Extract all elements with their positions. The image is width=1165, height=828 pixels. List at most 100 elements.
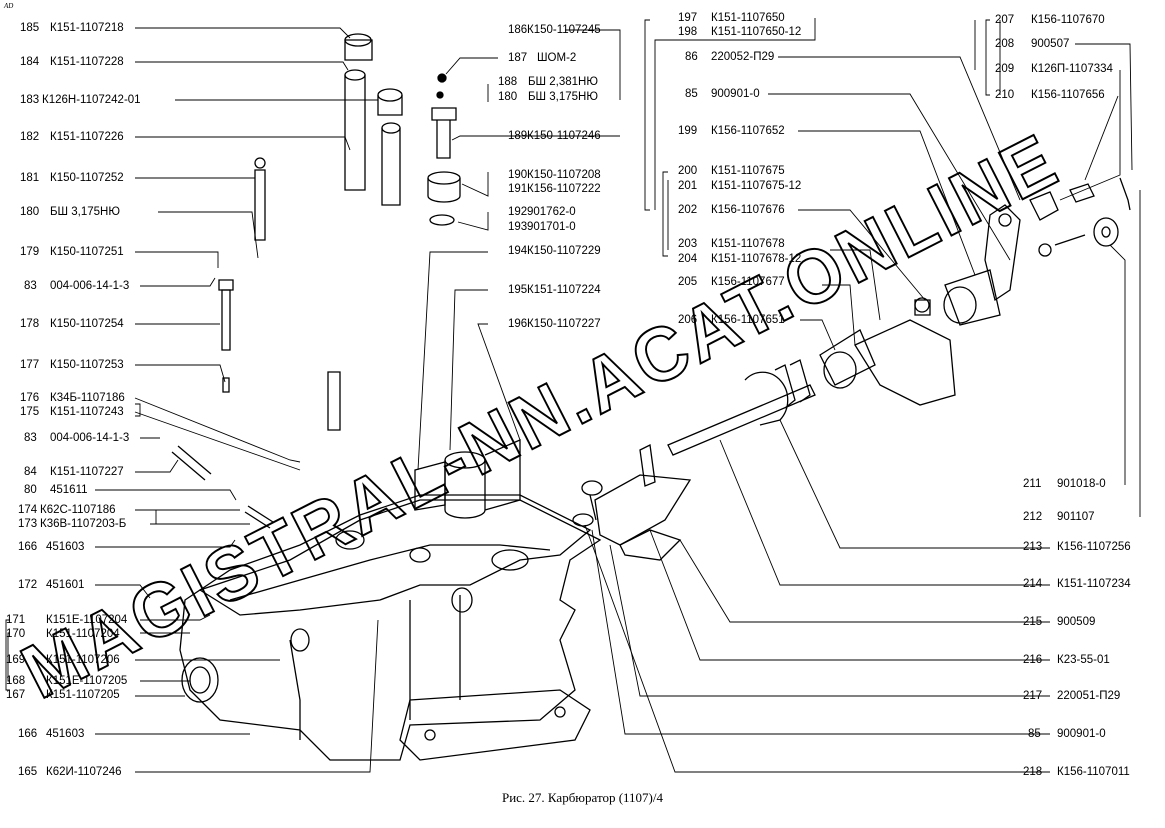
callout-part-number: К150-1107254: [50, 318, 124, 330]
callout-part-number: К150-1107229: [527, 245, 601, 257]
body-top-flange: [198, 494, 592, 616]
callout-number: 215: [1023, 616, 1043, 628]
callout-number: 208: [995, 38, 1015, 50]
callout-number: 86: [685, 51, 698, 63]
callout-number: 196: [508, 318, 528, 330]
corner-mark: AD: [4, 2, 14, 10]
callout-part-number: К150-1107227: [527, 318, 601, 330]
callout-part-number: К150-1107208: [527, 169, 601, 181]
callout-part-number: К151-1107227: [50, 466, 124, 478]
callout-number: 214: [1023, 578, 1043, 590]
callout-part-number: 451611: [50, 484, 88, 496]
callout-number: 197: [678, 12, 698, 24]
callout-number: 195: [508, 284, 528, 296]
callout-part-number: К62И-1107246: [46, 766, 122, 778]
callout-part-number: К151-1107228: [50, 56, 124, 68]
callout-number: 176: [20, 392, 40, 404]
callout-number: 193: [508, 221, 528, 233]
callout-number: 194: [508, 245, 528, 257]
callout-part-number: К151-1107218: [50, 22, 124, 34]
callout-part-number: К156-1107652: [711, 125, 785, 137]
callout-number: 85: [685, 88, 698, 100]
base-flange: [399, 689, 591, 761]
callout-number: 170: [6, 628, 26, 640]
callout-number: 185: [20, 22, 40, 34]
callout-part-number: К150-1107253: [50, 359, 124, 371]
callout-number: 202: [678, 204, 698, 216]
callout-number: 165: [18, 766, 38, 778]
callout-number: 83: [24, 280, 37, 292]
callout-number: 198: [678, 26, 698, 38]
callout-number: 181: [20, 172, 40, 184]
callout-part-number: 900901-0: [711, 88, 760, 100]
callout-part-number: К151-1107204: [46, 628, 120, 640]
callout-part-number: К151-1107206: [46, 654, 120, 666]
throttle-lever: [594, 474, 692, 546]
callout-number: 184: [20, 56, 40, 68]
callout-part-number: К156-1107670: [1031, 14, 1105, 26]
callout-number: 189: [508, 130, 528, 142]
callout-number: 166: [18, 541, 38, 553]
figure-caption: Рис. 27. Карбюратор (1107)/4: [501, 790, 664, 805]
callout-part-number: К156-1107011: [1057, 766, 1130, 778]
callout-part-number: К151-1107243: [50, 406, 124, 418]
callout-part-number: К156-1107677: [711, 276, 785, 288]
callout-part-number: К151-1107678: [711, 238, 785, 250]
callout-part-number: К23-55-01: [1057, 654, 1110, 666]
callout-part-number: 901107: [1057, 511, 1095, 523]
callout-number: 216: [1023, 654, 1043, 666]
callout-part-number: 451601: [46, 579, 85, 591]
callout-part-number: 901701-0: [527, 221, 576, 233]
callout-number: 203: [678, 238, 698, 250]
callout-number: 174: [18, 504, 38, 516]
callout-part-number: К62С-1107186: [40, 504, 116, 516]
callout-number: 177: [20, 359, 40, 371]
callout-number: 169: [6, 654, 26, 666]
callout-number: 171: [6, 614, 26, 626]
callout-number: 209: [995, 63, 1015, 75]
callout-part-number: К156-1107256: [1057, 541, 1131, 553]
callout-part-number: ШОМ-2: [537, 52, 577, 64]
callout-part-number: 900507: [1031, 38, 1070, 50]
callout-part-number: 901762-0: [527, 206, 576, 218]
callout-number: 212: [1023, 511, 1043, 523]
callout-number: 217: [1023, 690, 1043, 702]
callout-number: 178: [20, 318, 40, 330]
callout-number: 211: [1023, 478, 1042, 490]
throttle-shaft: [667, 384, 816, 456]
callout-part-number: 900901-0: [1057, 728, 1106, 740]
callout-number: 201: [678, 180, 698, 192]
callout-number: 85: [1028, 728, 1041, 740]
callout-number: 180: [498, 91, 518, 103]
callout-number: 167: [6, 689, 26, 701]
body-outline: [179, 499, 602, 761]
callout-number: 83: [24, 432, 37, 444]
callout-part-number: К36В-1107203-Б: [40, 518, 127, 530]
callout-number: 182: [20, 131, 40, 143]
callout-number: 205: [678, 276, 698, 288]
callout-part-number: К34Б-1107186: [50, 392, 125, 404]
callout-number: 186: [508, 24, 528, 36]
callout-number: 191: [508, 183, 528, 195]
callout-part-number: К150-1107246: [527, 130, 601, 142]
callout-part-number: К126Н-1107242-01: [42, 94, 141, 106]
callout-number: 84: [24, 466, 37, 478]
callout-part-number: К151-1107234: [1057, 578, 1131, 590]
callout-number: 207: [995, 14, 1015, 26]
callout-part-number: К150-1107245: [527, 24, 601, 36]
callout-part-number: К126П-1107334: [1031, 63, 1113, 75]
callout-number: 200: [678, 165, 698, 177]
callout-number: 190: [508, 169, 528, 181]
callout-number: 168: [6, 675, 26, 687]
callout-part-number: К151-1107224: [527, 284, 601, 296]
callout-number: 218: [1023, 766, 1043, 778]
callout-part-number: 901018-0: [1057, 478, 1106, 490]
callout-number: 213: [1023, 541, 1043, 553]
callout-part-number: 220052-П29: [711, 51, 775, 63]
callout-part-number: К151-1107650-12: [711, 26, 802, 38]
callout-part-number: 220051-П29: [1057, 690, 1121, 702]
callout-part-number: К151-1107675: [711, 165, 785, 177]
pump-cylinder: [444, 460, 486, 519]
